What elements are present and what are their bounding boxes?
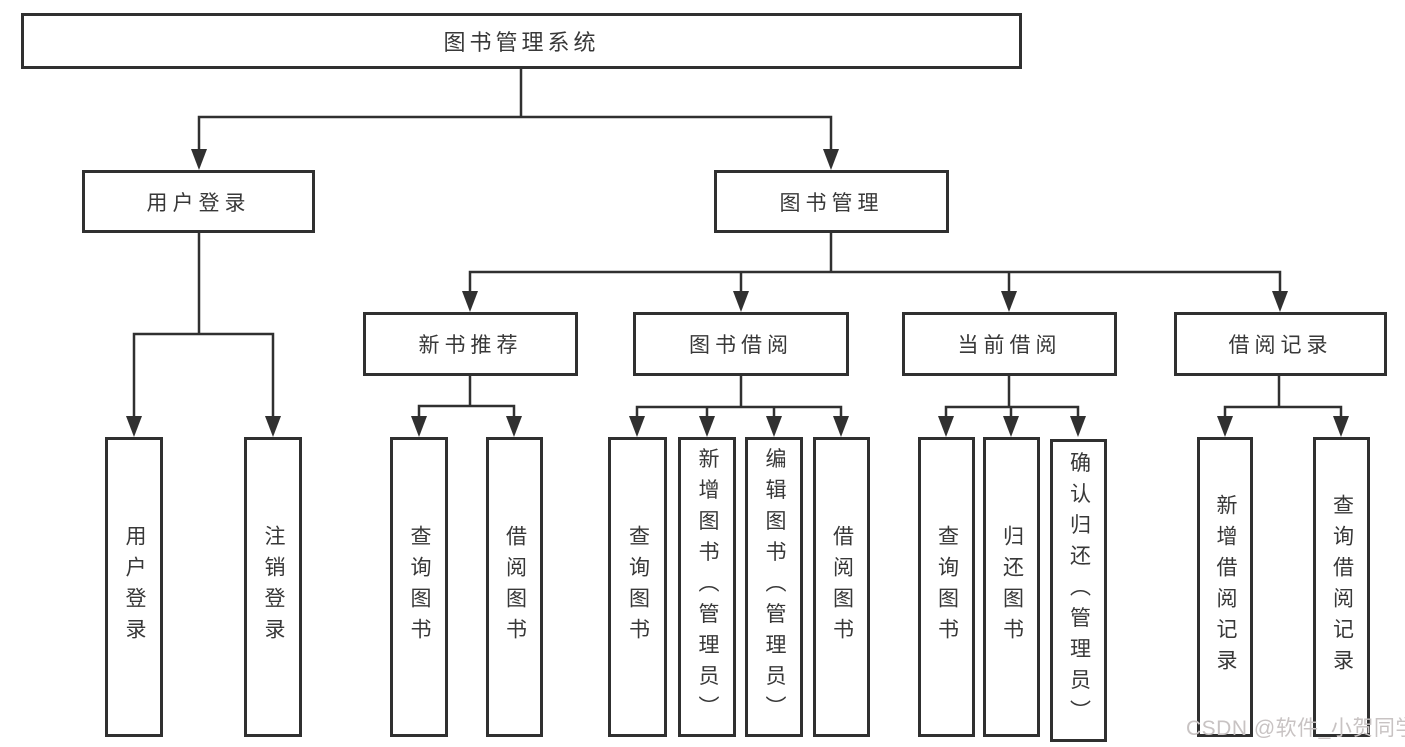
node-new-book-recommendation: 新书推荐: [363, 312, 578, 376]
leaf-logout-login: 注销登录: [244, 437, 302, 737]
leaf-add-borrow-record-label: 新增借阅记录: [1214, 494, 1237, 680]
arrowhead-icon: [1272, 291, 1288, 312]
arrowhead-icon: [1003, 416, 1019, 437]
leaf-confirm-return-admin-label: 确认归还（管理员）: [1067, 451, 1091, 730]
leaf-add-borrow-record: 新增借阅记录: [1197, 437, 1253, 737]
leaf-query-borrow-record-label: 查询借阅记录: [1330, 494, 1354, 680]
arrowhead-icon: [1333, 416, 1349, 437]
node-current-borrowing: 当前借阅: [902, 312, 1117, 376]
leaf-confirm-return-admin: 确认归还（管理员）: [1050, 439, 1107, 742]
arrowhead-icon: [699, 416, 715, 437]
node-user-login: 用户登录: [82, 170, 315, 233]
watermark-text: CSDN @软件_小贺同学: [1186, 717, 1405, 740]
leaf-query-borrow-record: 查询借阅记录: [1313, 437, 1370, 737]
leaf-query-books-recommend: 查询图书: [390, 437, 448, 737]
arrowhead-icon: [733, 291, 749, 312]
connector-path: [132, 66, 1343, 422]
leaf-borrow-books-recommend: 借阅图书: [486, 437, 543, 737]
arrowhead-icon: [506, 416, 522, 437]
leaf-user-login: 用户登录: [105, 437, 163, 737]
node-book-borrowing: 图书借阅: [633, 312, 849, 376]
leaf-query-books-current-label: 查询图书: [935, 525, 959, 649]
leaf-borrow-books: 借阅图书: [813, 437, 870, 737]
arrowhead-icons: [126, 149, 1349, 437]
leaf-edit-books-admin-label: 编辑图书（管理员）: [763, 447, 786, 727]
arrowhead-icon: [629, 416, 645, 437]
leaf-return-books-label: 归还图书: [1000, 525, 1024, 649]
node-book-management: 图书管理: [714, 170, 949, 233]
arrowhead-icon: [833, 416, 849, 437]
arrowhead-icon: [411, 416, 427, 437]
arrowhead-icon: [191, 149, 207, 170]
leaf-add-books-admin-label: 新增图书（管理员）: [696, 447, 719, 727]
leaf-query-books-current: 查询图书: [918, 437, 975, 737]
arrowhead-icon: [766, 416, 782, 437]
node-borrowing-records: 借阅记录: [1174, 312, 1387, 376]
leaf-edit-books-admin: 编辑图书（管理员）: [745, 437, 803, 737]
leaf-query-books-recommend-label: 查询图书: [408, 525, 431, 649]
arrowhead-icon: [823, 149, 839, 170]
arrowhead-icon: [938, 416, 954, 437]
arrowhead-icon: [1217, 416, 1233, 437]
leaf-user-login-label: 用户登录: [123, 525, 146, 649]
arrowhead-icon: [126, 416, 142, 437]
leaf-add-books-admin: 新增图书（管理员）: [678, 437, 736, 737]
leaf-return-books: 归还图书: [983, 437, 1040, 737]
arrowhead-icon: [1001, 291, 1017, 312]
leaf-borrow-books-label: 借阅图书: [830, 525, 854, 649]
arrowhead-icon: [462, 291, 478, 312]
leaf-borrow-books-recommend-label: 借阅图书: [503, 525, 527, 649]
arrowhead-icon: [1070, 416, 1086, 437]
leaf-logout-login-label: 注销登录: [262, 525, 285, 649]
leaf-query-books-borrow: 查询图书: [608, 437, 667, 737]
arrowhead-icon: [265, 416, 281, 437]
node-library-management-system: 图书管理系统: [21, 13, 1022, 69]
leaf-query-books-borrow-label: 查询图书: [626, 525, 650, 649]
